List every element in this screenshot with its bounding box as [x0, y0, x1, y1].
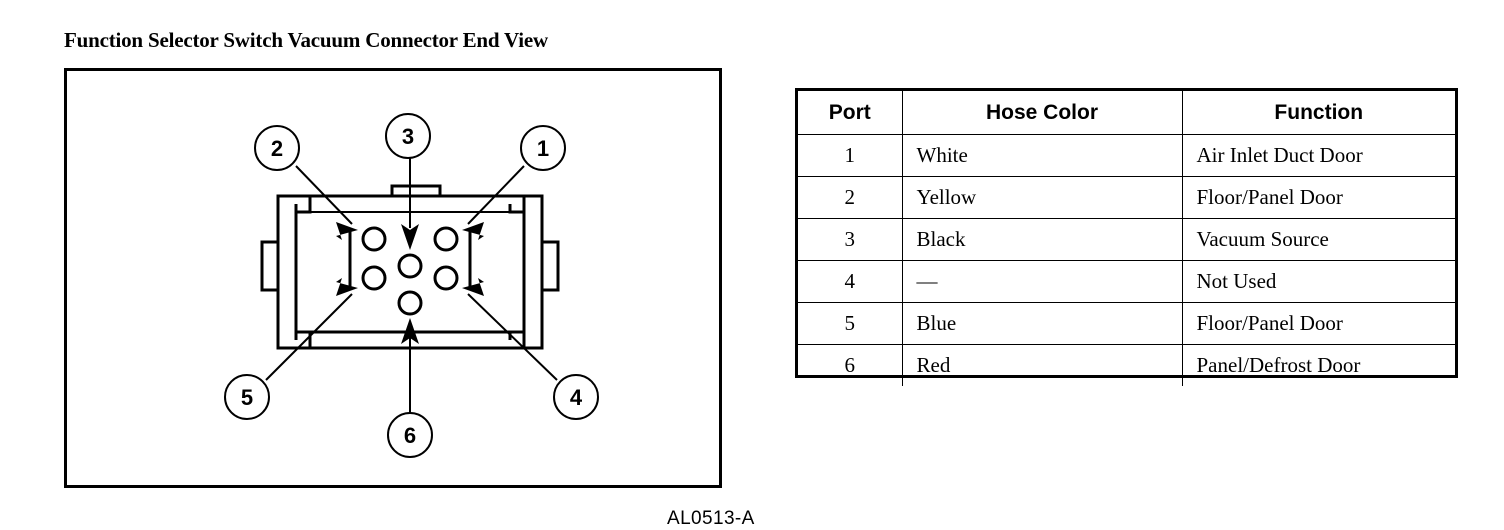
table-body: 1 White Air Inlet Duct Door 2 Yellow Flo… — [798, 134, 1455, 386]
cell-port: 1 — [798, 134, 903, 177]
table-row: 6 Red Panel/Defrost Door — [798, 344, 1455, 386]
port-hole-5 — [361, 265, 387, 291]
callout-leaders — [265, 158, 558, 418]
leader-line-1 — [467, 165, 525, 225]
callout-label-4: 4 — [570, 385, 583, 410]
port-hole-2 — [361, 226, 387, 252]
table-row: 3 Black Vacuum Source — [798, 218, 1455, 261]
cell-hose-color: White — [901, 134, 1183, 177]
leader-line-2 — [295, 165, 353, 225]
connector-end-view-diagram: 2 3 1 5 6 — [224, 113, 599, 458]
callout-label-6: 6 — [404, 423, 416, 448]
figure-panel: 2 3 1 5 6 — [64, 68, 754, 529]
port-reference-table: Port Hose Color Function 1 White Air Inl… — [795, 88, 1458, 386]
table-header-row: Port Hose Color Function — [798, 91, 1455, 135]
cell-hose-color: Red — [901, 344, 1183, 386]
cell-function: Panel/Defrost Door — [1181, 344, 1455, 386]
callout-bubble-3: 3 — [385, 113, 431, 159]
callout-label-3: 3 — [402, 124, 414, 149]
port-hole-6 — [397, 290, 423, 316]
callout-arrowheads — [336, 222, 484, 344]
cell-hose-color: Blue — [901, 302, 1183, 345]
callout-bubble-5: 5 — [224, 374, 270, 420]
table-row: 5 Blue Floor/Panel Door — [798, 302, 1455, 345]
table-row: 1 White Air Inlet Duct Door — [798, 134, 1455, 177]
arrowhead-4 — [462, 278, 484, 296]
port-holes — [361, 226, 459, 316]
callout-label-2: 2 — [271, 136, 283, 161]
column-header-port: Port — [798, 91, 903, 135]
cell-port: 5 — [798, 302, 903, 345]
cell-port: 4 — [798, 260, 903, 303]
callout-bubble-6: 6 — [387, 412, 433, 458]
table-row: 4 — Not Used — [798, 260, 1455, 303]
leader-line-5 — [265, 293, 353, 381]
cell-function: Floor/Panel Door — [1181, 176, 1455, 219]
arrowhead-3 — [401, 224, 419, 250]
cell-function: Air Inlet Duct Door — [1181, 134, 1455, 177]
cell-function: Not Used — [1181, 260, 1455, 303]
cell-hose-color: Yellow — [901, 176, 1183, 219]
cell-port: 2 — [798, 176, 903, 219]
cell-port: 3 — [798, 218, 903, 261]
callout-bubbles: 2 3 1 5 6 — [224, 113, 599, 458]
callout-label-1: 1 — [537, 136, 549, 161]
callout-bubble-4: 4 — [553, 374, 599, 420]
column-header-function: Function — [1181, 91, 1455, 135]
callout-label-5: 5 — [241, 385, 253, 410]
port-hole-3 — [397, 253, 423, 279]
callout-bubble-2: 2 — [254, 125, 300, 171]
arrowhead-5 — [336, 278, 358, 296]
port-hole-4 — [433, 265, 459, 291]
part-number-label: AL0513-A — [667, 508, 755, 529]
cell-hose-color: — — [901, 260, 1183, 303]
cell-hose-color: Black — [901, 218, 1183, 261]
cell-function: Vacuum Source — [1181, 218, 1455, 261]
figure-title: Function Selector Switch Vacuum Connecto… — [64, 28, 548, 52]
arrowhead-1 — [462, 222, 484, 240]
cell-port: 6 — [798, 344, 903, 386]
callout-bubble-1: 1 — [520, 125, 566, 171]
table-row: 2 Yellow Floor/Panel Door — [798, 176, 1455, 219]
port-hole-1 — [433, 226, 459, 252]
cell-function: Floor/Panel Door — [1181, 302, 1455, 345]
arrowhead-6 — [401, 318, 419, 344]
arrowhead-2 — [336, 222, 358, 240]
leader-line-4 — [467, 293, 558, 381]
column-header-hose-color: Hose Color — [901, 91, 1183, 135]
